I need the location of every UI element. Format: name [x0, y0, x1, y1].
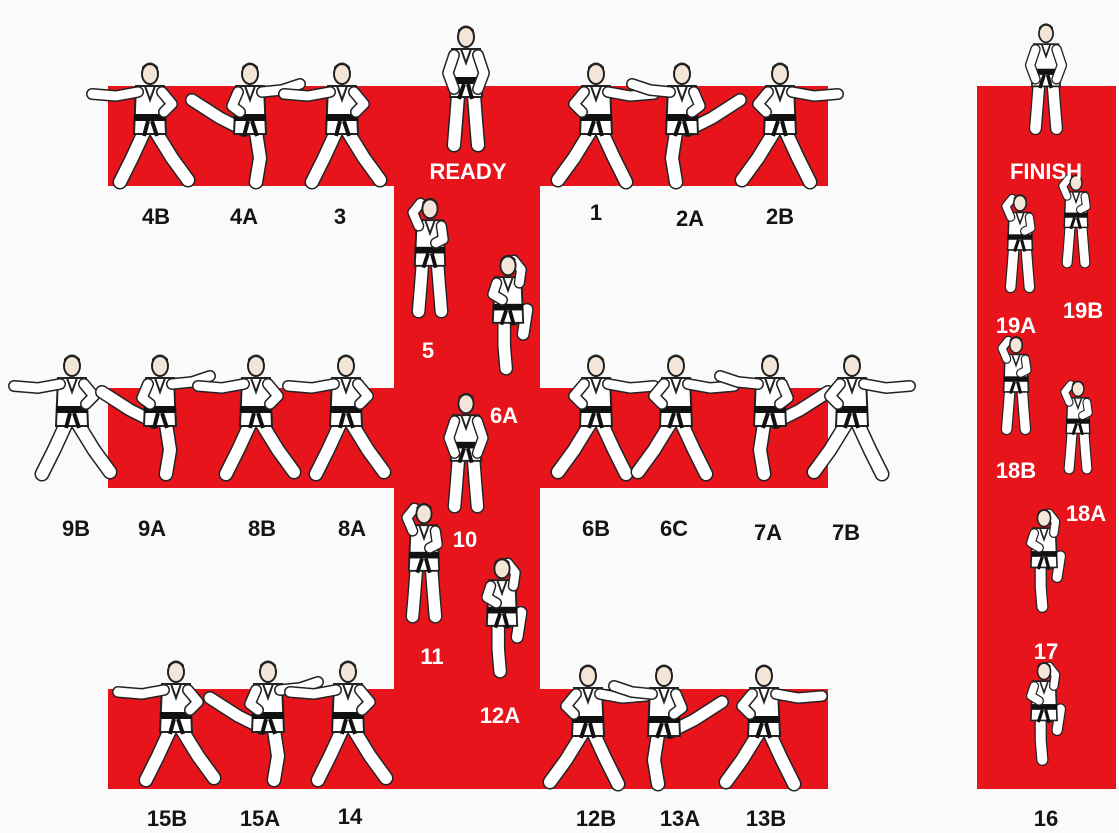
label-13A: 13A	[660, 806, 700, 831]
label-8B: 8B	[248, 516, 276, 541]
label-9A: 9A	[138, 516, 166, 541]
label-13B: 13B	[746, 806, 786, 831]
label-11: 11	[420, 644, 443, 669]
label-5: 5	[422, 338, 434, 363]
label-6B: 6B	[582, 516, 610, 541]
label-6C: 6C	[660, 516, 688, 541]
label-7B: 7B	[832, 520, 860, 545]
label-16: 16	[1034, 806, 1058, 831]
label-2A: 2A	[676, 206, 704, 231]
label-14: 14	[338, 804, 363, 829]
label-7A: 7A	[754, 520, 782, 545]
label-4B: 4B	[142, 204, 170, 229]
label-1: 1	[590, 200, 602, 225]
label-6A: 6A	[490, 403, 518, 428]
label-3: 3	[334, 204, 346, 229]
label-12B: 12B	[576, 806, 616, 831]
label-17: 17	[1034, 639, 1058, 664]
label-18A: 18A	[1066, 501, 1106, 526]
label-4A: 4A	[230, 204, 258, 229]
label-9B: 9B	[62, 516, 90, 541]
label-10: 10	[453, 527, 477, 552]
label-ready: READY	[429, 159, 506, 184]
label-2B: 2B	[766, 204, 794, 229]
label-8A: 8A	[338, 516, 366, 541]
label-19B: 19B	[1063, 298, 1103, 323]
label-finish: FINISH	[1010, 159, 1082, 184]
label-12A: 12A	[480, 703, 520, 728]
figure-9B	[14, 355, 110, 475]
label-15A: 15A	[240, 806, 280, 831]
label-18B: 18B	[996, 458, 1036, 483]
label-15B: 15B	[147, 806, 187, 831]
figure-7B	[814, 355, 910, 475]
label-19A: 19A	[996, 313, 1036, 338]
